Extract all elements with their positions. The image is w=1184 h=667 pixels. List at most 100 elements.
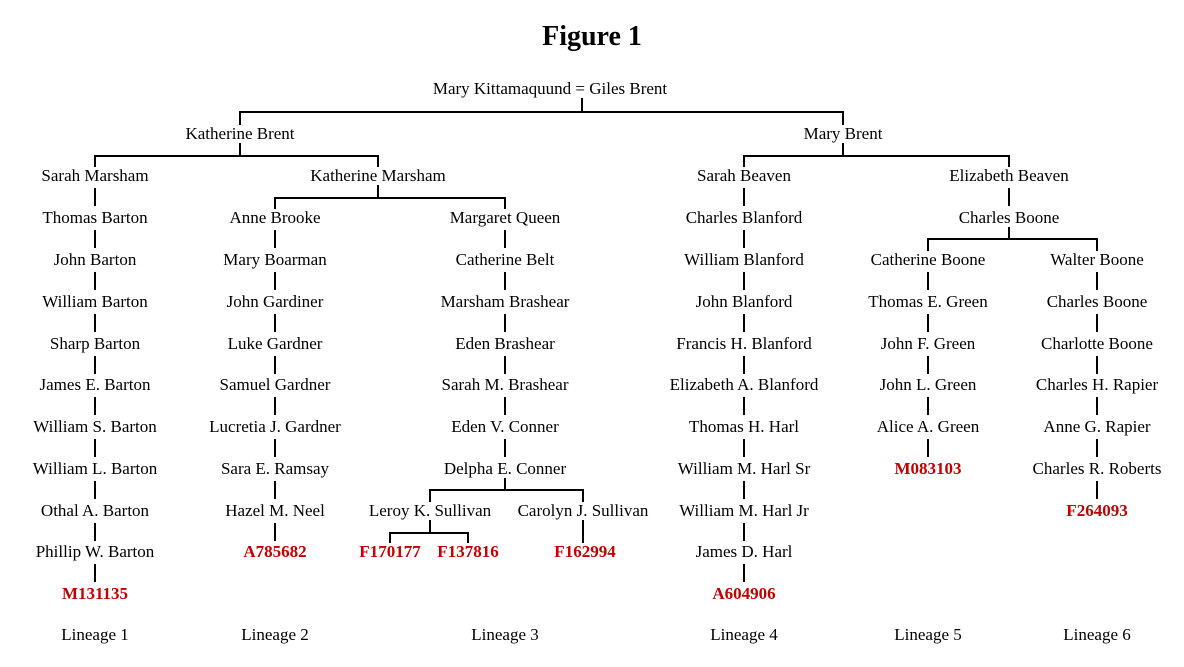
person-thomas-e-green: Thomas E. Green bbox=[868, 292, 988, 311]
connector-line bbox=[504, 397, 506, 415]
person-anne-g-rapier: Anne G. Rapier bbox=[1043, 417, 1151, 436]
connector-line bbox=[1096, 314, 1098, 332]
connector-line bbox=[389, 532, 469, 534]
connector-line bbox=[743, 481, 745, 499]
connector-line bbox=[389, 533, 391, 543]
connector-line bbox=[94, 272, 96, 290]
connector-line bbox=[377, 185, 379, 198]
connector-line bbox=[1096, 272, 1098, 290]
person-charles-h-rapier: Charles H. Rapier bbox=[1035, 375, 1159, 394]
person-margaret-queen: Margaret Queen bbox=[449, 208, 561, 227]
lineage-3-label: Lineage 3 bbox=[471, 625, 539, 644]
kit-id-m083103: M083103 bbox=[894, 459, 962, 478]
connector-line bbox=[743, 155, 1010, 157]
person-john-f-green: John F. Green bbox=[880, 334, 976, 353]
connector-line bbox=[274, 272, 276, 290]
connector-line bbox=[429, 520, 431, 533]
connector-line bbox=[743, 230, 745, 248]
connector-line bbox=[927, 239, 929, 251]
connector-line bbox=[743, 272, 745, 290]
person-luke-gardner: Luke Gardner bbox=[227, 334, 323, 353]
lineage-1-label: Lineage 1 bbox=[61, 625, 129, 644]
person-john-barton: John Barton bbox=[53, 250, 137, 269]
connector-line bbox=[274, 314, 276, 332]
kit-id-f137816: F137816 bbox=[437, 542, 499, 561]
person-anne-brooke: Anne Brooke bbox=[229, 208, 321, 227]
kit-id-a604906: A604906 bbox=[712, 584, 776, 603]
person-catherine-boone: Catherine Boone bbox=[870, 250, 986, 269]
connector-line bbox=[504, 439, 506, 457]
connector-line bbox=[94, 481, 96, 499]
person-sharp-barton: Sharp Barton bbox=[49, 334, 141, 353]
connector-line bbox=[274, 523, 276, 541]
person-eden-v-conner: Eden V. Conner bbox=[451, 417, 559, 436]
connector-line bbox=[274, 230, 276, 248]
connector-line bbox=[842, 112, 844, 125]
connector-line bbox=[274, 197, 506, 199]
person-carolyn-j-sullivan: Carolyn J. Sullivan bbox=[517, 501, 649, 520]
connector-line bbox=[927, 314, 929, 332]
connector-line bbox=[842, 143, 844, 156]
connector-line bbox=[239, 143, 241, 156]
connector-line bbox=[743, 356, 745, 374]
person-othal-a-barton: Othal A. Barton bbox=[40, 501, 150, 520]
connector-line bbox=[582, 520, 584, 543]
person-william-s-barton: William S. Barton bbox=[33, 417, 157, 436]
person-william-blanford: William Blanford bbox=[684, 250, 804, 269]
person-mary-boarman: Mary Boarman bbox=[223, 250, 327, 269]
connector-line bbox=[1096, 397, 1098, 415]
person-lucretia-j-gardner: Lucretia J. Gardner bbox=[209, 417, 341, 436]
connector-line bbox=[274, 439, 276, 457]
kit-id-a785682: A785682 bbox=[243, 542, 307, 561]
lineage-2-label: Lineage 2 bbox=[241, 625, 309, 644]
connector-line bbox=[743, 314, 745, 332]
connector-line bbox=[1008, 188, 1010, 206]
person-john-l-green: John L. Green bbox=[879, 375, 977, 394]
person-walter-boone: Walter Boone bbox=[1050, 250, 1144, 269]
connector-line bbox=[927, 397, 929, 415]
person-delpha-e-conner: Delpha E. Conner bbox=[443, 459, 567, 478]
connector-line bbox=[504, 272, 506, 290]
person-charlotte-boone: Charlotte Boone bbox=[1041, 334, 1153, 353]
connector-line bbox=[94, 523, 96, 541]
connector-line bbox=[1008, 227, 1010, 239]
person-elizabeth-a-blanford: Elizabeth A. Blanford bbox=[669, 375, 819, 394]
lineage-6-label: Lineage 6 bbox=[1063, 625, 1131, 644]
connector-line bbox=[94, 188, 96, 206]
connector-line bbox=[1096, 356, 1098, 374]
connector-line bbox=[927, 238, 1098, 240]
person-john-blanford: John Blanford bbox=[695, 292, 793, 311]
person-william-m-harl-sr: William M. Harl Sr bbox=[677, 459, 811, 478]
person-samuel-gardner: Samuel Gardner bbox=[219, 375, 331, 394]
connector-line bbox=[94, 356, 96, 374]
connector-line bbox=[274, 481, 276, 499]
person-john-gardiner: John Gardiner bbox=[226, 292, 324, 311]
connector-line bbox=[1096, 239, 1098, 251]
connector-line bbox=[743, 439, 745, 457]
connector-line bbox=[743, 156, 745, 167]
person-alice-a-green: Alice A. Green bbox=[876, 417, 980, 436]
connector-line bbox=[94, 230, 96, 248]
person-sarah-beaven: Sarah Beaven bbox=[697, 166, 791, 185]
connector-line bbox=[94, 564, 96, 582]
kit-id-f162994: F162994 bbox=[554, 542, 616, 561]
connector-line bbox=[94, 155, 379, 157]
person-root-couple: Mary Kittamaquund = Giles Brent bbox=[432, 79, 668, 98]
person-charles-boone-jr: Charles Boone bbox=[1046, 292, 1148, 311]
person-marsham-brashear: Marsham Brashear bbox=[440, 292, 570, 311]
person-katherine-brent: Katherine Brent bbox=[185, 124, 295, 143]
person-thomas-barton: Thomas Barton bbox=[42, 208, 148, 227]
kit-id-f264093: F264093 bbox=[1066, 501, 1128, 520]
connector-line bbox=[94, 439, 96, 457]
connector-line bbox=[239, 112, 241, 125]
person-sara-e-ramsay: Sara E. Ramsay bbox=[220, 459, 330, 478]
connector-line bbox=[504, 478, 506, 490]
person-william-l-barton: William L. Barton bbox=[32, 459, 158, 478]
connector-line bbox=[377, 156, 379, 167]
connector-line bbox=[1008, 156, 1010, 167]
connector-line bbox=[504, 230, 506, 248]
connector-line bbox=[927, 356, 929, 374]
connector-line bbox=[429, 490, 431, 502]
connector-line bbox=[582, 490, 584, 502]
